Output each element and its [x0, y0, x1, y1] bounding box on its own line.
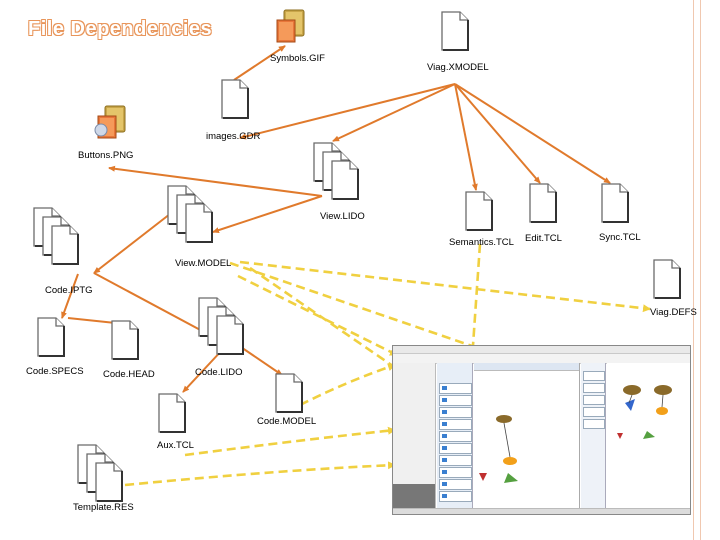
label-view-model: View.MODEL	[175, 258, 232, 269]
label-code-head: Code.HEAD	[103, 369, 155, 380]
document-icon	[441, 11, 469, 51]
label-code-lido: Code.LIDO	[195, 367, 243, 378]
ref-semantics-to-screenshot	[468, 243, 482, 361]
slide-border-line	[693, 0, 694, 540]
label-sync-tcl: Sync.TCL	[599, 232, 641, 243]
document-icon	[158, 393, 186, 433]
label-viag-defs: Viag.DEFS	[650, 307, 697, 318]
document-icon	[221, 79, 249, 119]
label-edit-tcl: Edit.TCL	[525, 233, 562, 244]
arrow-viag-to-semantics	[454, 83, 478, 191]
document-icon	[465, 191, 493, 231]
ref-codeiptg-to-screenshot-2	[237, 274, 398, 357]
label-code-model: Code.MODEL	[257, 416, 317, 427]
label-code-iptg: Code.IPTG	[45, 285, 93, 296]
screenshot-menubar	[393, 346, 690, 354]
arrow-images-to-symbols	[233, 45, 286, 81]
label-code-specs: Code.SPECS	[26, 366, 84, 377]
screenshot-statusbar	[393, 508, 690, 514]
label-semantics-tcl: Semantics.TCL	[449, 237, 514, 248]
arrow-viag-to-sync	[454, 83, 611, 184]
document-stack-icon	[34, 208, 78, 264]
document-stack-icon	[78, 445, 122, 501]
screenshot-editor-pane-2	[607, 363, 690, 514]
screenshot-sidebar	[393, 363, 436, 514]
arrow-codelido-to-auxtcl	[182, 347, 225, 393]
slide-border-line	[700, 0, 701, 540]
arrow-viewlido-to-viewmodel	[212, 195, 323, 233]
label-symbols-gif: Symbols.GIF	[270, 53, 325, 64]
arrow-codeiptg-to-codelido	[93, 272, 220, 341]
ref-codemodel-to-screenshot	[299, 363, 396, 407]
screenshot-editor-pane	[474, 363, 580, 514]
document-icon	[111, 320, 139, 360]
document-stack-icon	[314, 143, 358, 199]
document-icon	[275, 373, 303, 413]
label-aux-tcl: Aux.TCL	[157, 440, 194, 451]
label-buttons-png: Buttons.PNG	[78, 150, 134, 161]
ref-auxtcl-to-screenshot	[184, 426, 396, 457]
arrow-viag-to-viewlido	[332, 83, 456, 142]
document-icon	[529, 183, 557, 223]
application-screenshot-icon	[392, 345, 691, 515]
label-view-lido: View.LIDO	[320, 211, 365, 222]
screenshot-palette-2	[581, 363, 606, 514]
document-icon	[37, 317, 65, 357]
ref-templateres-to-screenshot	[124, 461, 396, 487]
arrow-viewlido-to-buttons	[108, 165, 323, 197]
ref-codeiptg-to-screenshot	[249, 266, 407, 377]
arrow-viag-to-edit	[454, 83, 541, 184]
label-template-res: Template.RES	[73, 502, 134, 513]
disc-icon	[94, 123, 108, 137]
arrow-viag-to-images	[239, 83, 456, 140]
document-stack-icon	[199, 298, 243, 354]
page-title: File Dependencies	[28, 18, 213, 40]
document-icon	[601, 183, 629, 223]
label-images-gdr: images.GDR	[206, 131, 261, 142]
stacked-cylinders-icon	[276, 9, 305, 43]
arrow-codeiptg-to-codespecs	[61, 273, 79, 319]
document-stack-icon	[168, 186, 212, 242]
ref-viewmodel-to-viagdefs	[239, 260, 651, 313]
label-viag-xmodel: Viag.XMODEL	[427, 62, 489, 73]
screenshot-palette	[437, 363, 473, 514]
document-icon	[653, 259, 681, 299]
